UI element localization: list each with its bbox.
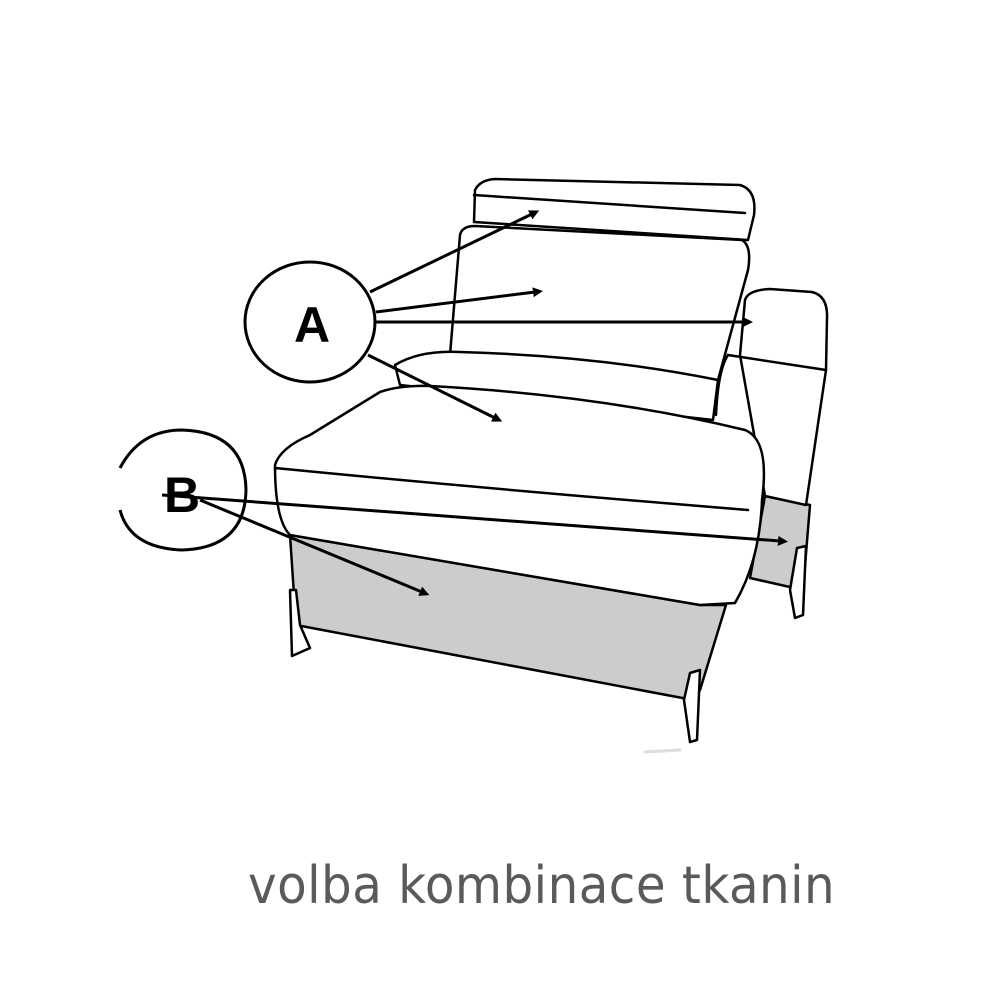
caption: volba kombinace tkanin xyxy=(248,856,836,916)
seat-back xyxy=(393,350,720,422)
seat-cushion xyxy=(273,384,766,607)
leg-front-right xyxy=(682,668,702,744)
leg-back-right xyxy=(788,544,808,620)
label-a: A xyxy=(243,210,753,422)
leg-front-left xyxy=(288,588,312,658)
headrest xyxy=(472,177,756,242)
sofa-outline xyxy=(273,177,829,754)
svg-text:A: A xyxy=(294,297,330,353)
label-b: B xyxy=(118,428,788,596)
